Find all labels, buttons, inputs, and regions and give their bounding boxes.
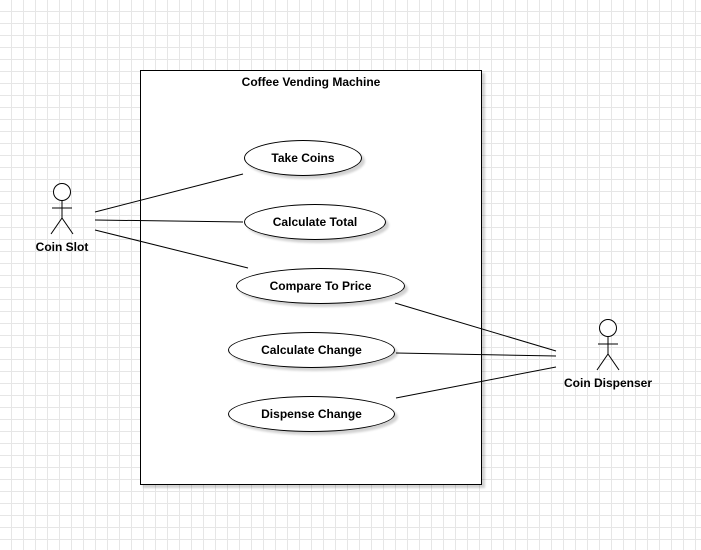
actor-label-coin-slot: Coin Slot (35, 240, 89, 254)
actor-coin-dispenser[interactable]: Coin Dispenser (556, 316, 660, 396)
use-case-calculate-total[interactable]: Calculate Total (244, 204, 386, 240)
association-coin-dispenser-dispense-change[interactable] (395, 366, 557, 399)
use-case-calculate-change[interactable]: Calculate Change (228, 332, 395, 368)
actor-label-coin-dispenser: Coin Dispenser (563, 376, 653, 390)
association-coin-slot-take-coins[interactable] (94, 173, 244, 213)
use-case-take-coins[interactable]: Take Coins (244, 140, 362, 176)
association-coin-dispenser-calculate-change[interactable] (395, 352, 557, 357)
actor-stick-figure-icon (596, 319, 620, 371)
actor-coin-slot[interactable]: Coin Slot (30, 180, 94, 260)
system-title: Coffee Vending Machine (241, 75, 381, 89)
use-case-dispense-change[interactable]: Dispense Change (228, 396, 395, 432)
association-coin-dispenser-compare-to-price[interactable] (394, 302, 557, 352)
use-case-compare-to-price[interactable]: Compare To Price (236, 268, 405, 304)
association-coin-slot-calculate-total[interactable] (94, 219, 244, 223)
association-coin-slot-compare-to-price[interactable] (94, 229, 249, 269)
actor-stick-figure-icon (50, 183, 74, 235)
